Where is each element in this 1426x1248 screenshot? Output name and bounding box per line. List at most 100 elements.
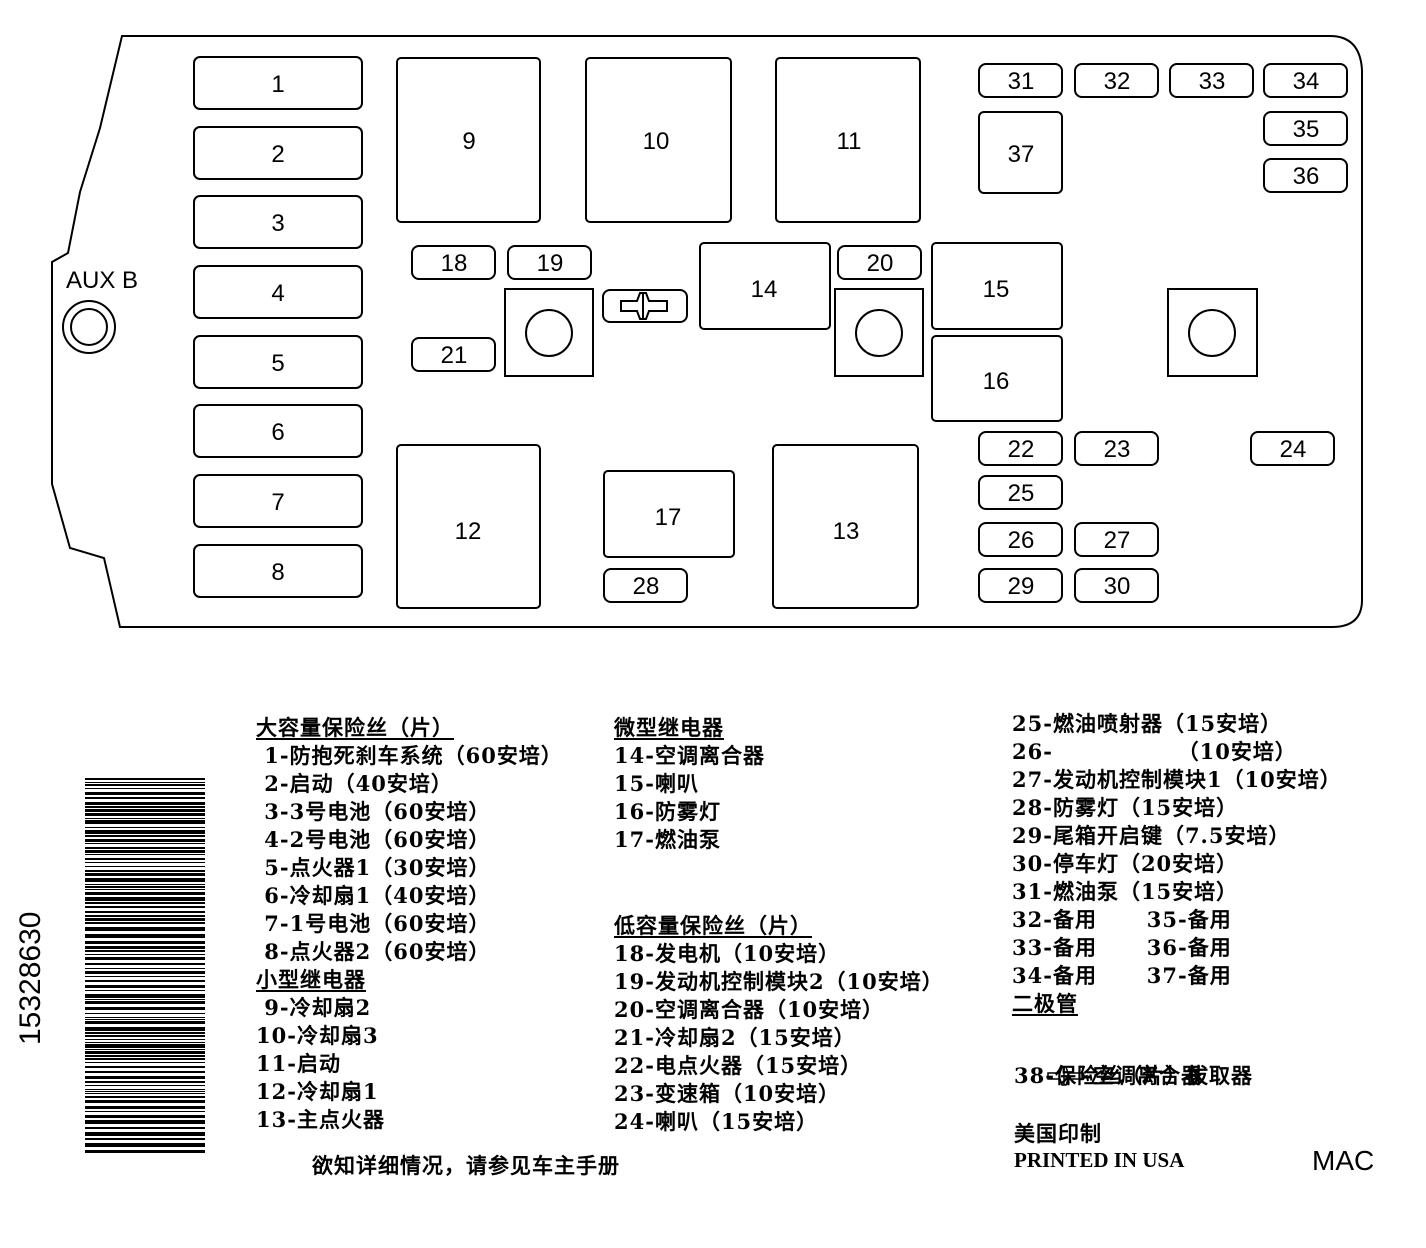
aux-b-stud-outer: [62, 300, 116, 354]
barcode-bar: [85, 971, 205, 974]
barcode-bar: [85, 884, 205, 885]
legend-heading: 大容量保险丝（片）: [256, 715, 454, 740]
fuse-slot-35[interactable]: [1263, 111, 1348, 146]
barcode-bar: [85, 797, 205, 799]
barcode-bar: [85, 843, 205, 844]
legend-item: 5-点火器1（30安培）: [256, 855, 491, 880]
barcode-bar: [85, 1143, 205, 1147]
fuse-label-27: 27: [1104, 527, 1131, 554]
fuse-slot-32[interactable]: [1074, 63, 1159, 98]
barcode-bar: [85, 850, 205, 853]
barcode-bar: [85, 1106, 205, 1109]
legend-item: 12-冷却扇1: [256, 1079, 379, 1104]
relay-slot-17[interactable]: [603, 470, 735, 558]
relay-label-13: 13: [833, 518, 860, 545]
fuse-slot-27[interactable]: [1074, 522, 1159, 557]
barcode-bar: [85, 918, 205, 921]
legend-item: 9-冷却扇2: [256, 995, 372, 1020]
legend-item: 25-燃油喷射器（15安培）: [1012, 711, 1283, 736]
fuse-slot-20[interactable]: [837, 245, 922, 280]
barcode-bar: [85, 1066, 205, 1068]
fuse-slot-25[interactable]: [978, 475, 1063, 510]
fuse-slot-21[interactable]: [411, 337, 496, 372]
mounting-boss-2-hole: [855, 309, 903, 357]
fuse-slot-31[interactable]: [978, 63, 1063, 98]
fuse-label-4: 4: [271, 280, 284, 307]
fuse-slot-36[interactable]: [1263, 158, 1348, 193]
relay-slot-9[interactable]: [396, 57, 541, 223]
fuse-label-28: 28: [633, 573, 660, 600]
relay-label-17: 17: [655, 504, 682, 531]
barcode-bar: [85, 1111, 205, 1112]
fuse-label-29: 29: [1008, 573, 1035, 600]
barcode-bar: [85, 830, 205, 834]
barcode-bar: [85, 1027, 205, 1031]
fuse-slot-34[interactable]: [1263, 63, 1348, 98]
barcode-bar: [85, 878, 205, 882]
legend-item-38: 38-保险丝（片）拔取器: [1014, 1063, 1253, 1088]
fuse-slot-1[interactable]: [193, 56, 363, 110]
barcode-bar: [85, 1076, 205, 1079]
legend-column-maxi-relays: 大容量保险丝（片） 1-防抱死刹车系统（60安培） 2-启动（40安培） 3-3…: [256, 714, 563, 1134]
fuse-slot-30[interactable]: [1074, 568, 1159, 603]
barcode-bar: [85, 809, 205, 812]
barcode-bar: [85, 778, 205, 780]
barcode-bar: [85, 1017, 205, 1018]
fuse-slot-22[interactable]: [978, 431, 1063, 466]
legend-item: 19-发动机控制模块2（10安培）: [614, 969, 944, 994]
relay-slot-15[interactable]: [931, 242, 1063, 330]
fuse-slot-3[interactable]: [193, 195, 363, 249]
barcode-bar: [85, 1093, 205, 1094]
relay-slot-11[interactable]: [775, 57, 921, 223]
fuse-slot-4[interactable]: [193, 265, 363, 319]
legend-item: 22-电点火器（15安培）: [614, 1053, 863, 1078]
barcode-bar: [85, 906, 205, 908]
fuse-slot-37[interactable]: [978, 111, 1063, 194]
relay-label-11: 11: [837, 128, 862, 155]
relay-slot-10[interactable]: [585, 57, 732, 223]
barcode-bar: [85, 990, 205, 991]
barcode-bar: [85, 957, 205, 960]
legend-item: 1-防抱死刹车系统（60安培）: [256, 743, 563, 768]
barcode-bar: [85, 839, 205, 842]
barcode-bar: [85, 782, 205, 783]
part-number: 15328630: [14, 911, 47, 1045]
relay-slot-12[interactable]: [396, 444, 541, 609]
relay-label-9: 9: [462, 128, 475, 155]
legend-column-mini-fuses-2: 25-燃油喷射器（15安培）26- （10安培）27-发动机控制模块1（10安培…: [1012, 710, 1342, 1018]
mac-label: MAC: [1312, 1145, 1375, 1176]
fuse-label-20: 20: [867, 250, 894, 277]
relay-slot-13[interactable]: [772, 444, 919, 609]
fuse-slot-7[interactable]: [193, 474, 363, 528]
legend-item: 18-发电机（10安培）: [614, 941, 841, 966]
legend-item: 3-3号电池（60安培）: [256, 799, 491, 824]
fuse-slot-26[interactable]: [978, 522, 1063, 557]
fuse-label-7: 7: [271, 489, 284, 516]
fuse-slot-8[interactable]: [193, 544, 363, 598]
fuse-label-36: 36: [1293, 163, 1320, 190]
barcode-bar: [85, 818, 205, 819]
barcode-bar: [85, 802, 205, 805]
legend-item: 23-变速箱（10安培）: [614, 1081, 841, 1106]
fuse-slot-28[interactable]: [603, 568, 688, 603]
fuse-slot-5[interactable]: [193, 335, 363, 389]
fuse-slot-29[interactable]: [978, 568, 1063, 603]
fuse-slot-24[interactable]: [1250, 431, 1335, 466]
relay-slot-16[interactable]: [931, 335, 1063, 422]
fuse-slot-6[interactable]: [193, 404, 363, 458]
fuse-label-8: 8: [271, 559, 284, 586]
barcode-bar: [85, 1013, 205, 1014]
fuse-slot-23[interactable]: [1074, 431, 1159, 466]
fuse-slot-18[interactable]: [411, 245, 496, 280]
barcode-bar: [85, 922, 205, 924]
barcode-bar: [85, 784, 205, 786]
relay-slot-14[interactable]: [699, 242, 831, 330]
diode-slot[interactable]: [602, 289, 688, 323]
relay-label-12: 12: [455, 518, 482, 545]
fuse-label-30: 30: [1104, 573, 1131, 600]
fuse-slot-33[interactable]: [1169, 63, 1254, 98]
mounting-boss-2: [834, 288, 924, 377]
barcode-bar: [85, 858, 205, 860]
fuse-slot-2[interactable]: [193, 126, 363, 180]
fuse-slot-19[interactable]: [507, 245, 592, 280]
